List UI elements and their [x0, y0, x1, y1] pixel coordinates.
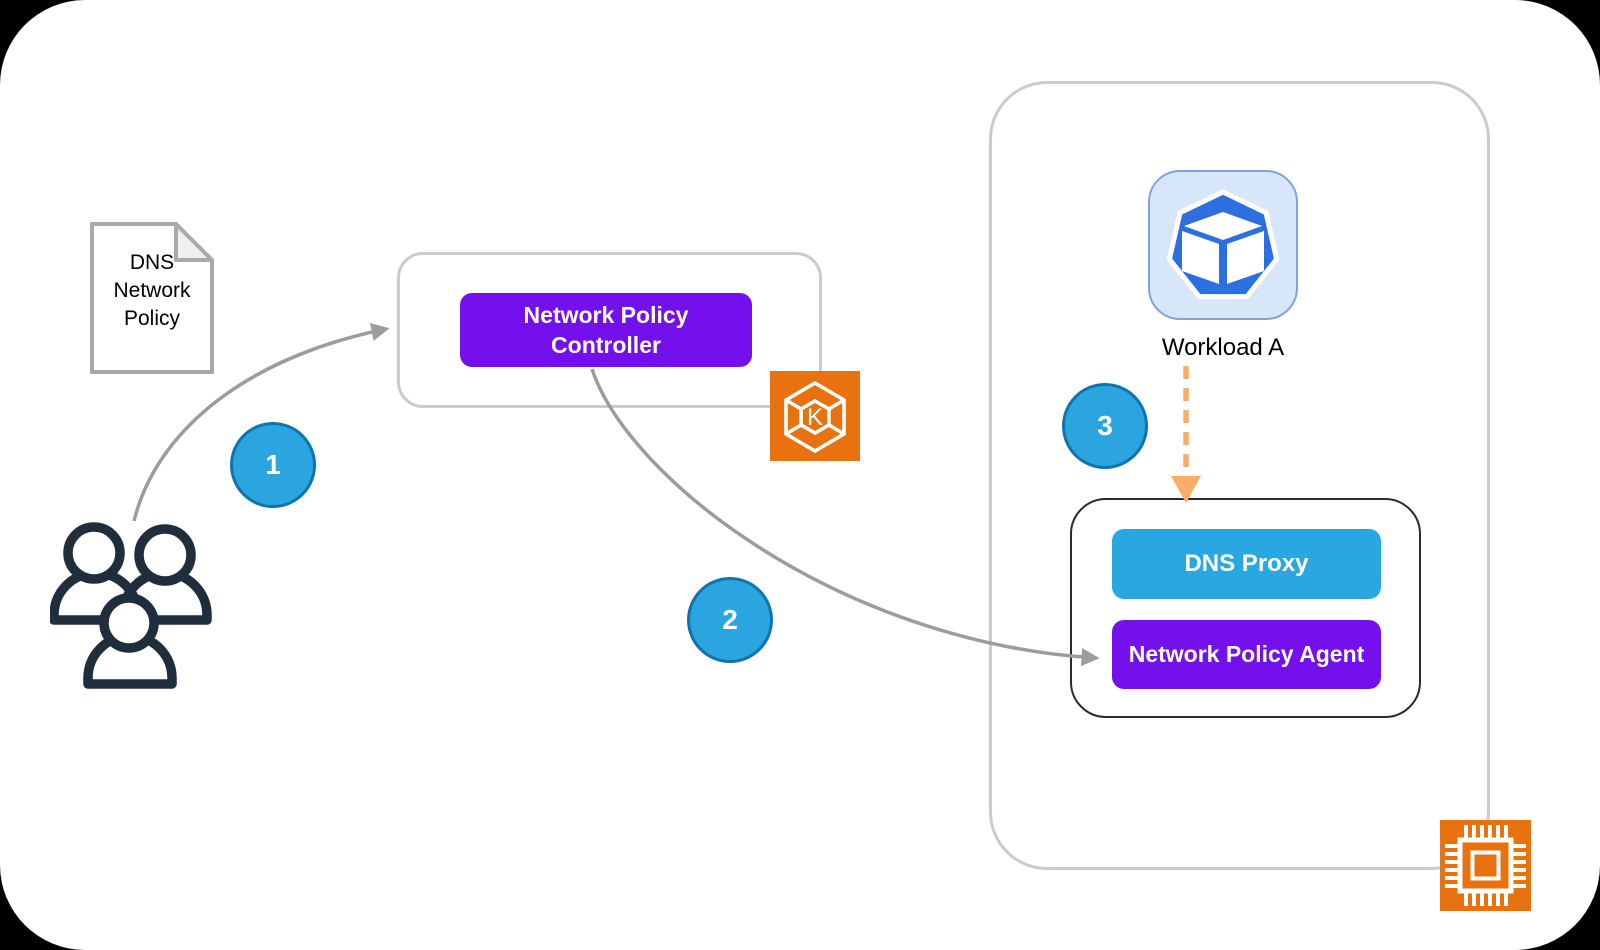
users-icon	[50, 522, 212, 689]
step-1-badge: 1	[230, 422, 316, 508]
dns-proxy-node: DNS Proxy	[1112, 529, 1381, 599]
document-label: DNS Network Policy	[86, 249, 218, 333]
controller-label-line1: Network Policy	[523, 302, 689, 328]
ec2-chip-icon	[1440, 820, 1531, 911]
workload-a-label: Workload A	[1161, 334, 1285, 361]
workload-pod-icon	[1166, 189, 1280, 300]
controller-label-line2: Controller	[551, 332, 661, 358]
step-1-number: 1	[265, 449, 281, 480]
document-icon	[90, 222, 214, 374]
step-3-number: 3	[1097, 410, 1113, 441]
step-2-badge: 2	[687, 577, 773, 663]
eks-letter: K	[807, 404, 823, 431]
dns-proxy-label: DNS Proxy	[1184, 550, 1309, 577]
agent-label: Network Policy Agent	[1128, 641, 1365, 667]
network-policy-agent-node: Network Policy Agent	[1112, 620, 1381, 689]
network-policy-controller-node: Network Policy Controller	[460, 293, 752, 367]
eks-kubernetes-icon: K	[770, 371, 860, 461]
step-2-number: 2	[722, 604, 738, 635]
document-label-line2: Network	[113, 279, 191, 302]
document-label-line3: Policy	[123, 307, 181, 330]
document-label-line1: DNS	[129, 251, 175, 274]
step-3-badge: 3	[1062, 383, 1148, 469]
